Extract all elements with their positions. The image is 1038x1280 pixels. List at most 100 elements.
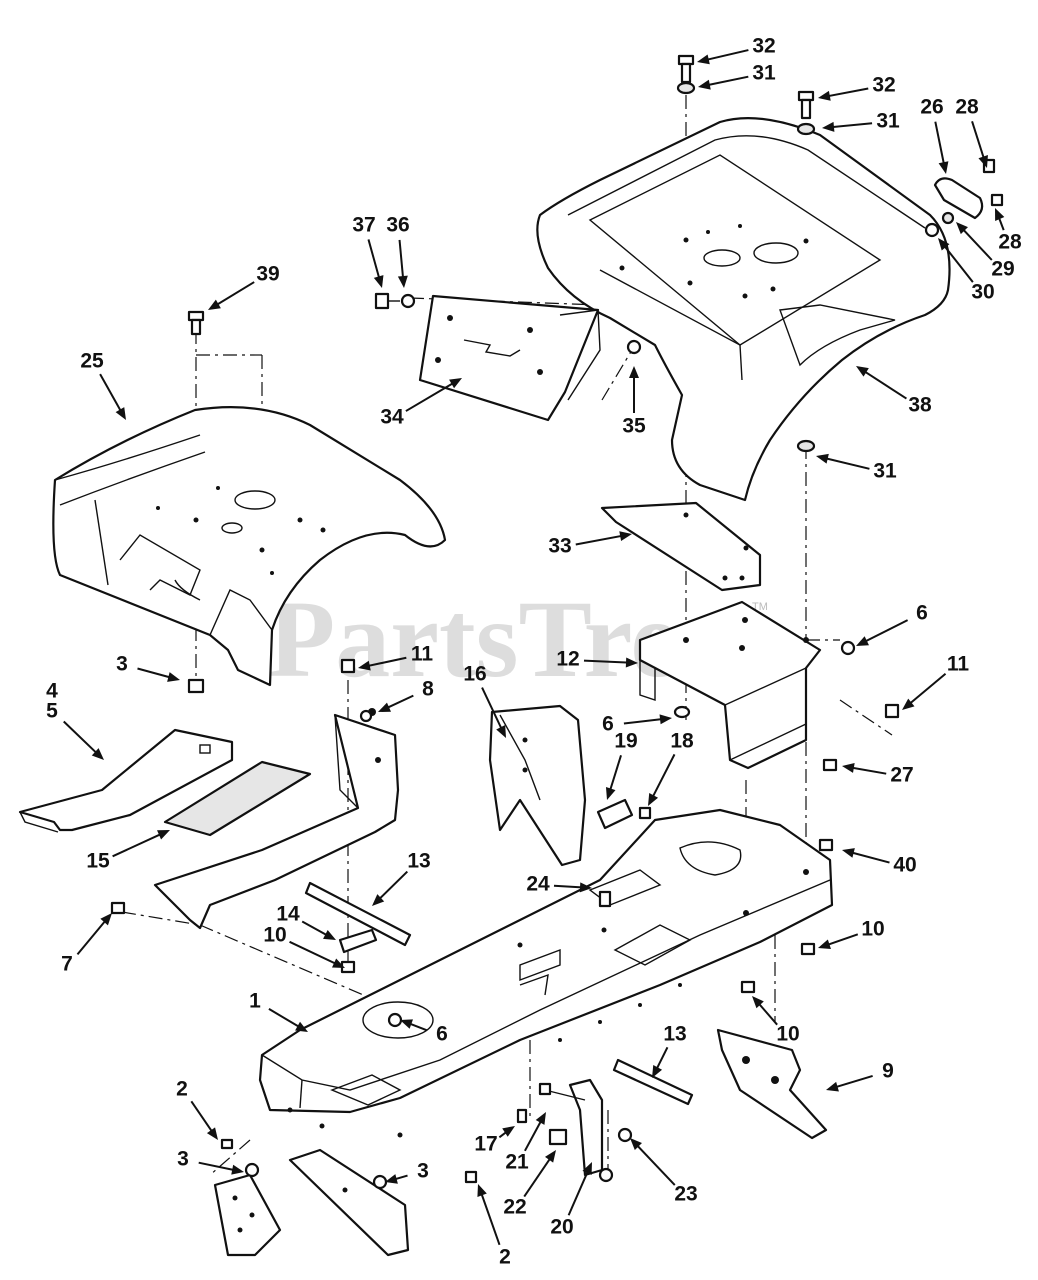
callout-label-20: 20	[550, 1216, 573, 1239]
leader-arrowhead-34	[449, 378, 462, 389]
foot-plate-4-5	[18, 728, 234, 833]
callout-label-11b: 11	[947, 653, 970, 676]
nut-8	[359, 709, 373, 723]
callout-label-13a: 13	[407, 850, 430, 873]
rod-13-lower	[612, 1058, 694, 1106]
leader-arrowhead-26	[938, 161, 949, 174]
leader-line-32a	[702, 49, 749, 62]
callout-label-1: 1	[249, 990, 261, 1013]
callout-label-16: 16	[463, 663, 486, 686]
leader-line-26	[934, 121, 946, 169]
leader-arrowhead-3a	[167, 672, 180, 682]
callout-label-12: 12	[556, 648, 579, 671]
leader-line-22	[523, 1154, 554, 1198]
callout-label-5: 5	[46, 700, 58, 723]
callout-label-26: 26	[920, 96, 943, 119]
leader-arrowhead-38	[856, 366, 869, 377]
callout-label-21: 21	[505, 1151, 529, 1174]
leader-line-20	[567, 1167, 591, 1216]
leader-line-1	[268, 1008, 304, 1030]
nut-3-left	[244, 1162, 260, 1178]
leader-arrowhead-6a	[856, 636, 869, 646]
leader-line-31b	[827, 122, 873, 129]
foot-mat-15	[163, 760, 312, 837]
leader-line-31c	[821, 456, 870, 470]
callout-label-37: 37	[352, 214, 375, 237]
main-frame-1	[258, 808, 834, 1138]
callout-label-3b: 3	[177, 1148, 189, 1171]
callout-label-34: 34	[380, 406, 404, 429]
leader-line-10a	[289, 940, 340, 967]
leader-arrowhead-25	[115, 407, 126, 420]
clip-14	[338, 928, 378, 954]
leader-line-21	[524, 1116, 544, 1152]
callout-label-36: 36	[386, 214, 409, 237]
leader-arrowhead-6c	[400, 1019, 413, 1029]
leader-line-23	[633, 1141, 676, 1186]
leader-line-3a	[137, 667, 175, 680]
bolt-37	[374, 292, 400, 310]
leader-arrowhead-6b	[659, 714, 672, 725]
washer-36	[400, 293, 416, 309]
leader-line-16	[481, 687, 505, 734]
leader-arrowhead-11b	[902, 698, 915, 710]
callout-label-23: 23	[674, 1183, 697, 1206]
leader-line-5	[63, 720, 101, 757]
screw-39	[187, 310, 205, 336]
callout-label-35: 35	[622, 415, 646, 438]
leader-line-9	[831, 1074, 873, 1090]
washer-31-right	[796, 122, 816, 136]
screw-11-right	[884, 703, 900, 719]
leader-line-27	[847, 766, 887, 775]
seat-bracket-33	[600, 501, 762, 592]
leader-arrowhead-1	[295, 1021, 308, 1032]
leader-arrowhead-18	[648, 793, 659, 806]
leader-line-11b	[906, 673, 947, 708]
leader-arrowhead-14	[323, 930, 336, 940]
nut-23-lower	[598, 1167, 614, 1183]
callout-label-6c: 6	[436, 1023, 448, 1046]
callout-label-11a: 11	[411, 643, 434, 666]
leader-line-6a	[860, 619, 909, 645]
washer-31-lower	[796, 439, 816, 453]
callout-label-3a: 3	[116, 653, 128, 676]
leader-arrowhead-5	[91, 748, 104, 760]
nut-6-frame	[387, 1012, 403, 1028]
callout-label-40: 40	[893, 854, 916, 877]
leader-arrowhead-3c	[385, 1174, 398, 1184]
nut-10-right	[800, 942, 816, 956]
leader-line-32b	[823, 87, 869, 98]
leader-arrowhead-31b	[822, 121, 835, 132]
nut-3-right	[372, 1174, 388, 1190]
front-fender-25	[52, 406, 447, 687]
bolt-32-right	[797, 90, 815, 120]
leader-arrowhead-21	[535, 1112, 546, 1125]
callout-label-18: 18	[670, 730, 694, 753]
rod-13-upper	[304, 881, 412, 947]
leader-line-12	[583, 659, 633, 664]
leader-line-15	[112, 831, 165, 858]
leader-line-11a	[363, 656, 407, 668]
callout-label-29: 29	[991, 258, 1014, 281]
callout-label-39: 39	[256, 263, 279, 286]
callout-label-28a: 28	[955, 96, 979, 119]
leader-arrowhead-24	[579, 882, 592, 893]
leader-line-2a	[190, 1100, 216, 1136]
bracket-20	[568, 1078, 604, 1177]
leader-arrowhead-29	[956, 222, 968, 235]
nut-6-upper	[840, 640, 856, 656]
nut-3-fender	[187, 678, 205, 694]
callout-label-32a: 32	[752, 35, 775, 58]
callout-label-9: 9	[882, 1060, 894, 1083]
leader-line-39	[212, 281, 255, 308]
callout-label-25: 25	[80, 350, 104, 373]
leader-line-10b	[823, 933, 859, 948]
callout-label-6a: 6	[916, 602, 928, 625]
leader-line-3b	[198, 1161, 239, 1172]
callout-label-38: 38	[908, 394, 932, 417]
seat-support-12	[638, 600, 822, 770]
screw-17	[516, 1108, 528, 1124]
leader-arrowhead-32a	[697, 54, 710, 65]
leader-line-36	[398, 239, 405, 283]
